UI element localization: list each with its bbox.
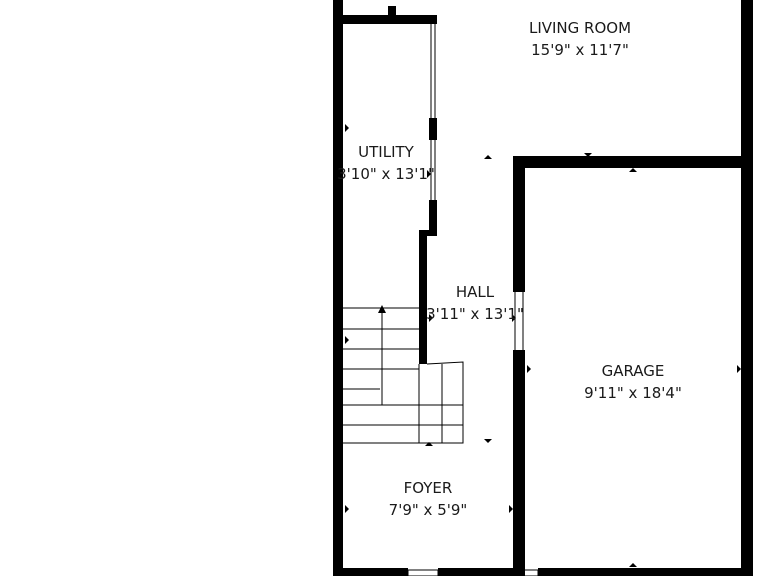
marker [512, 314, 516, 322]
room-label-garage: GARAGE 9'11" x 18'4" [584, 360, 682, 404]
dimension-markers [345, 20, 746, 567]
room-dimensions: 7'9" x 5'9" [388, 501, 468, 519]
wall-garage-top [513, 156, 753, 168]
marker [742, 28, 746, 36]
wall-utility-right-low [429, 200, 437, 236]
marker [345, 336, 349, 344]
wall-utility-corner [429, 15, 437, 24]
thin-lines [407, 24, 539, 576]
room-label-hall: HALL 3'11" x 13'1" [426, 281, 524, 325]
marker [584, 153, 592, 157]
stairs [343, 307, 464, 444]
wall-living-east [741, 0, 753, 160]
stair-landing [343, 361, 464, 444]
room-dimensions: 15'9" x 11'7" [531, 41, 629, 59]
marker [429, 314, 433, 322]
walls [333, 0, 753, 576]
wall-garage-left-lower [513, 350, 525, 576]
marker [345, 505, 349, 513]
marker [427, 170, 431, 178]
marker [629, 168, 637, 172]
marker [737, 365, 741, 373]
marker [484, 439, 492, 443]
wall-south-mid [438, 568, 518, 576]
room-dimensions: 9'11" x 18'4" [584, 384, 682, 402]
room-name: UTILITY [358, 143, 414, 161]
room-name: GARAGE [601, 362, 665, 380]
marker [509, 505, 513, 513]
wall-garage-right [741, 156, 753, 576]
marker [484, 155, 492, 159]
marker [425, 442, 433, 446]
room-dimensions: 3'10" x 13'1" [337, 165, 435, 183]
south-opening [517, 569, 539, 576]
wall-west [333, 0, 343, 576]
room-name: LIVING ROOM [528, 19, 632, 37]
front-door [407, 569, 439, 576]
room-label-foyer: FOYER 7'9" x 5'9" [389, 477, 468, 521]
wall-garage-left-upper [513, 156, 525, 292]
room-name: FOYER [403, 479, 453, 497]
marker [345, 124, 349, 132]
marker [381, 20, 389, 24]
marker [629, 563, 637, 567]
wall-hall-left [419, 230, 427, 364]
wall-utility-right-mid [429, 118, 437, 140]
room-label-living-room: LIVING ROOM 15'9" x 11'7" [529, 17, 631, 61]
room-label-utility: UTILITY 3'10" x 13'1" [337, 141, 435, 185]
wall-utility-step [419, 230, 437, 236]
wall-south-left [333, 568, 408, 576]
wall-stub [388, 6, 396, 18]
marker [527, 365, 531, 373]
room-dimensions: 3'11" x 13'1" [426, 305, 524, 323]
wall-utility-top [333, 15, 437, 24]
stair-arrow-head [378, 305, 386, 313]
wall-south-garage [538, 568, 753, 576]
room-name: HALL [455, 283, 495, 301]
